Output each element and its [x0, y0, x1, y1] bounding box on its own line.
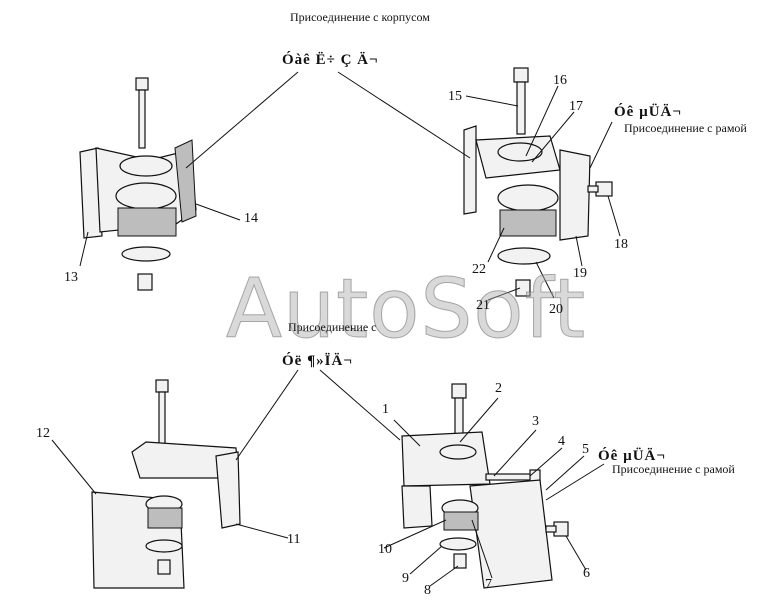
garbled-label-right-upper: Óê µÜÄ¬ [614, 104, 682, 120]
part-number-20: 20 [549, 302, 563, 317]
bracket-plate [463, 125, 477, 215]
part-number-5: 5 [582, 442, 589, 457]
caption-middle: Присоединение с [288, 320, 377, 334]
part-number-2: 2 [495, 381, 502, 396]
cushion-base [443, 511, 479, 531]
upper-washer [439, 444, 477, 460]
bolt-head [451, 383, 467, 399]
rubber-cushion [115, 182, 177, 210]
garbled-label-top: Óàê Ë÷ Ç Ä¬ [282, 52, 379, 68]
side-bolt-shank [545, 525, 557, 533]
lower-washer [439, 537, 477, 551]
part-number-18: 18 [614, 237, 628, 252]
part-number-11: 11 [287, 532, 301, 547]
nut [453, 553, 467, 569]
bolt-shank [138, 89, 146, 149]
part-number-15: 15 [448, 89, 462, 104]
upper-bracket [401, 431, 491, 487]
side-bolt-shank [587, 185, 599, 193]
part-number-17: 17 [569, 99, 583, 114]
part-number-16: 16 [553, 73, 567, 88]
garbled-label-right-lower: Óê µÜÄ¬ [598, 448, 666, 464]
lower-bracket [401, 485, 433, 529]
cushion-base [499, 209, 557, 237]
cushion-base [117, 207, 177, 237]
bolt-shank [516, 81, 526, 135]
part-number-3: 3 [532, 414, 539, 429]
garbled-label-middle: Óë ¶»ÏÄ¬ [282, 353, 353, 369]
part-number-19: 19 [573, 266, 587, 281]
lower-washer [145, 539, 183, 553]
caption-right-upper: Присоединение с рамой [624, 121, 747, 135]
part-number-4: 4 [558, 434, 565, 449]
bolt-shank [158, 391, 166, 447]
caption-top: Присоединение с корпусом [290, 10, 430, 24]
part-number-1: 1 [382, 402, 389, 417]
upper-washer [119, 155, 173, 177]
part-number-7: 7 [485, 577, 492, 592]
bolt-head [155, 379, 169, 393]
side-bracket [174, 139, 197, 223]
long-bolt [485, 473, 535, 481]
caption-right-lower: Присоединение с рамой [612, 462, 735, 476]
assembly-top-left [79, 77, 197, 291]
rubber-cushion [497, 184, 559, 212]
bolt-head [513, 67, 529, 83]
side-bracket [215, 451, 241, 529]
cushion-base [147, 507, 183, 529]
part-number-13: 13 [64, 270, 78, 285]
assembly-top-right [463, 67, 613, 297]
part-number-21: 21 [476, 298, 490, 313]
frame-bracket [559, 149, 591, 241]
leader-lines [51, 71, 621, 587]
upper-washer [497, 142, 543, 162]
part-number-12: 12 [36, 426, 50, 441]
nut [137, 273, 153, 291]
frame-bracket [469, 479, 553, 589]
assembly-bottom-left [91, 379, 241, 589]
bolt-head [135, 77, 149, 91]
part-number-8: 8 [424, 583, 431, 598]
lower-washer [497, 247, 551, 265]
part-number-10: 10 [378, 542, 392, 557]
nut [157, 559, 171, 575]
part-number-6: 6 [583, 566, 590, 581]
part-number-22: 22 [472, 262, 486, 277]
part-number-9: 9 [402, 571, 409, 586]
nut [515, 279, 531, 297]
assembly-bottom-right [401, 383, 569, 589]
watermark: AutoSoft [225, 262, 587, 358]
lower-washer [121, 246, 171, 262]
part-number-14: 14 [244, 211, 258, 226]
